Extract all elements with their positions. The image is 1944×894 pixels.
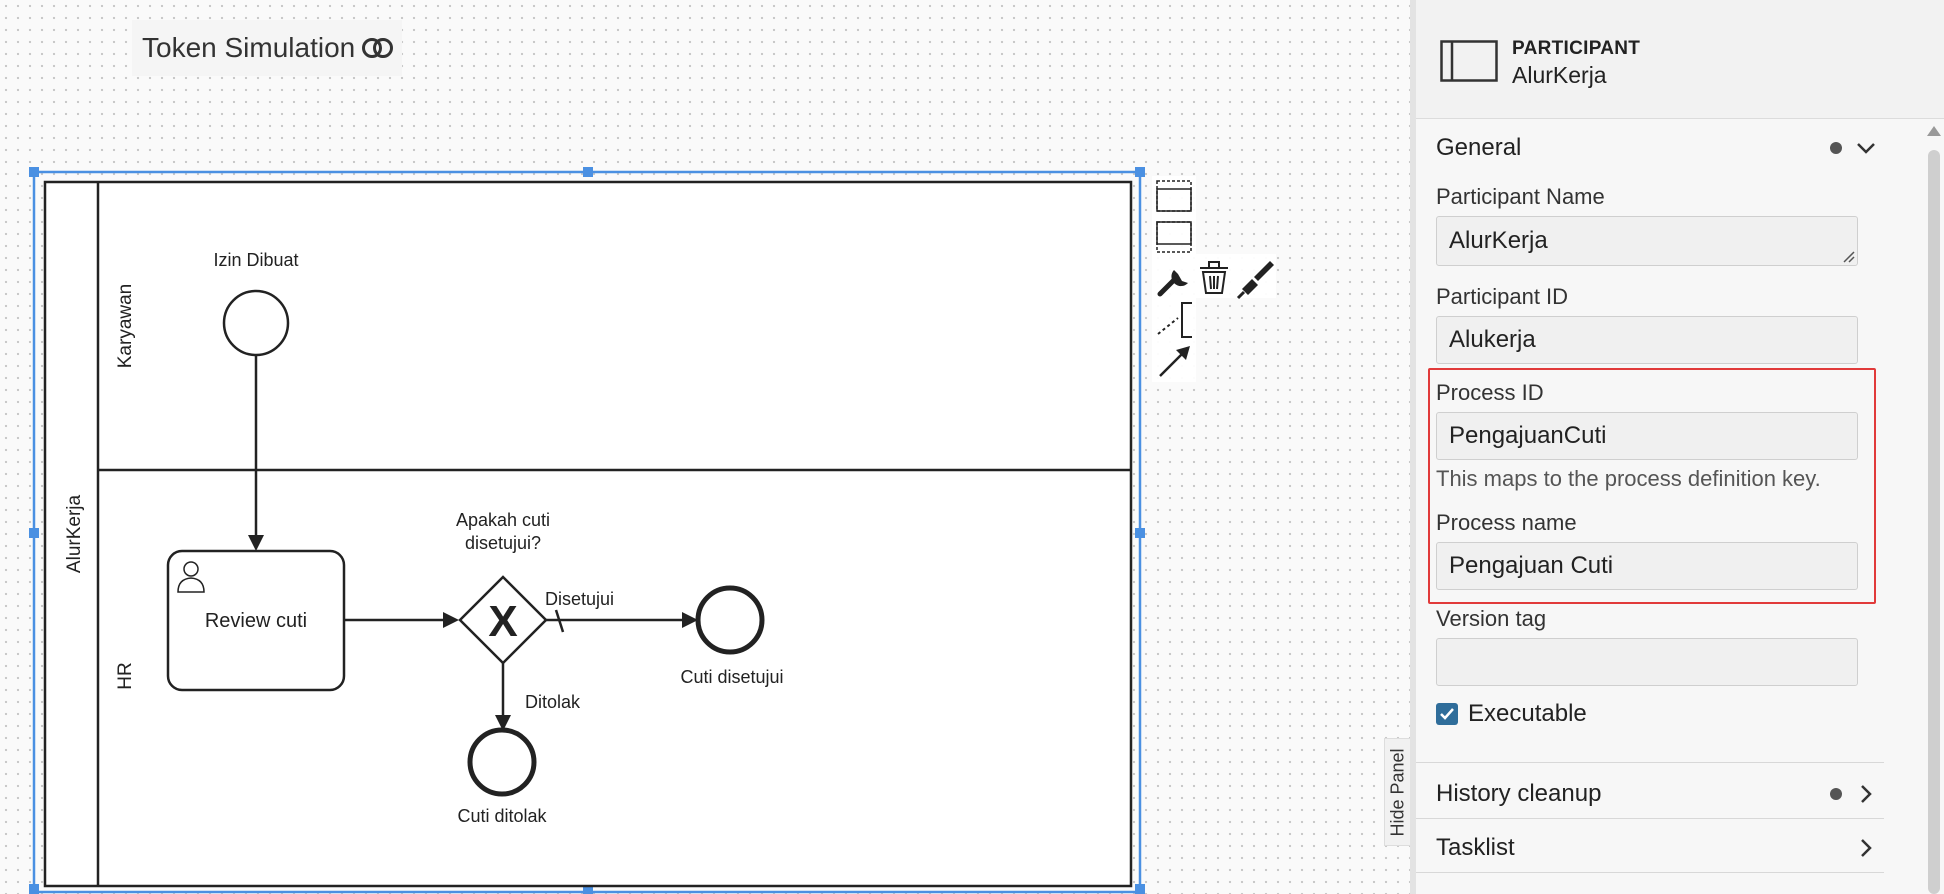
- group-tasklist-title: Tasklist: [1436, 834, 1515, 861]
- data-marker-dot-icon: [1830, 142, 1842, 154]
- process-name-field[interactable]: Pengajuan Cuti: [1436, 542, 1858, 590]
- start-event-label: Izin Dibuat: [213, 250, 298, 270]
- process-id-field[interactable]: PengajuanCuti: [1436, 412, 1858, 460]
- panel-header: PARTICIPANT AlurKerja: [1416, 0, 1944, 119]
- add-lane-above-icon[interactable]: [1156, 180, 1192, 212]
- color-brush-icon[interactable]: [1236, 261, 1274, 300]
- token-simulation-label: Token Simulation: [142, 32, 356, 63]
- executable-checkbox-row[interactable]: Executable: [1436, 700, 1587, 728]
- participant-name-label: Participant Name: [1436, 184, 1605, 209]
- end-rejected-label: Cuti ditolak: [457, 806, 547, 826]
- highlight-annotation-box: [1428, 368, 1876, 604]
- default-flow-marker: [554, 609, 565, 633]
- wrench-icon[interactable]: [1157, 270, 1188, 297]
- gateway-marker-icon: X: [488, 597, 517, 646]
- process-id-value: PengajuanCuti: [1449, 422, 1607, 449]
- token-simulation-toggle[interactable]: Token Simulation: [132, 20, 402, 76]
- arrowhead: [248, 535, 264, 551]
- header-element-type: PARTICIPANT: [1512, 38, 1641, 59]
- chevron-right-icon: [1861, 785, 1872, 803]
- end-event-rejected[interactable]: [467, 727, 537, 797]
- version-tag-field[interactable]: [1436, 638, 1858, 686]
- arrowhead: [682, 612, 698, 628]
- participant-id-value: Alukerja: [1449, 326, 1536, 353]
- end-event-approved[interactable]: [695, 585, 765, 655]
- group-separator: [1416, 762, 1884, 763]
- group-history-cleanup-header[interactable]: History cleanup: [1416, 768, 1884, 820]
- user-icon: [177, 561, 205, 593]
- add-lane-below-icon[interactable]: [1156, 221, 1192, 253]
- selection-handles[interactable]: [29, 167, 1145, 894]
- process-name-label: Process name: [1436, 510, 1577, 535]
- flow-rejected-label: Ditolak: [525, 692, 581, 712]
- resize-grip-icon[interactable]: [1841, 249, 1855, 263]
- trash-icon[interactable]: [1200, 261, 1228, 294]
- participant-id-field[interactable]: Alukerja: [1436, 316, 1858, 364]
- participant-icon: [1440, 40, 1498, 82]
- group-general-header[interactable]: General: [1416, 122, 1884, 174]
- text-annotation-icon[interactable]: [1157, 302, 1192, 338]
- group-history-cleanup-title: History cleanup: [1436, 780, 1602, 807]
- header-element-name: AlurKerja: [1512, 62, 1607, 88]
- lane-label-karyawan: Karyawan: [115, 284, 136, 369]
- group-tasklist-header[interactable]: Tasklist: [1416, 822, 1884, 874]
- arrowhead: [495, 715, 511, 731]
- flow-approved-label: Disetujui: [545, 589, 614, 609]
- participant-name-field[interactable]: AlurKerja: [1436, 216, 1858, 266]
- group-separator: [1416, 818, 1884, 819]
- start-event[interactable]: [222, 289, 290, 357]
- hide-panel-toggle[interactable]: Hide Panel: [1384, 738, 1410, 846]
- scrollbar-thumb[interactable]: [1928, 150, 1940, 894]
- bpmn-diagram: AlurKerja Karyawan HR Izin Dibuat Review…: [29, 167, 1276, 894]
- connect-arrow-icon[interactable]: [1159, 346, 1190, 377]
- properties-panel: PARTICIPANT AlurKerja General Participan…: [1410, 0, 1944, 894]
- hide-panel-label: Hide Panel: [1387, 747, 1408, 837]
- pool-label: AlurKerja: [64, 495, 85, 574]
- bpmn-canvas[interactable]: Token Simulation AlurKerja Karyawan HR I…: [0, 0, 1410, 894]
- arrowhead: [443, 612, 459, 628]
- group-separator: [1416, 872, 1884, 873]
- scroll-up-arrow-icon[interactable]: [1926, 124, 1942, 138]
- end-approved-label: Cuti disetujui: [680, 667, 783, 687]
- process-id-description: This maps to the process definition key.: [1436, 466, 1821, 491]
- group-general-title: General: [1436, 134, 1522, 161]
- executable-checkbox[interactable]: [1436, 703, 1458, 725]
- task-label: Review cuti: [205, 610, 307, 632]
- version-tag-label: Version tag: [1436, 606, 1547, 631]
- gateway-label-line2: disetujui?: [465, 533, 541, 553]
- executable-label: Executable: [1468, 700, 1587, 727]
- participant-name-value: AlurKerja: [1449, 227, 1548, 254]
- chevron-right-icon: [1861, 839, 1872, 857]
- data-marker-dot-icon: [1830, 788, 1842, 800]
- pool[interactable]: [43, 180, 1133, 888]
- chevron-down-icon: [1857, 143, 1875, 154]
- lane-label-hr: HR: [115, 662, 136, 689]
- process-name-value: Pengajuan Cuti: [1449, 552, 1614, 579]
- checkmark-icon: [1440, 708, 1454, 720]
- gateway-label-line1: Apakah cuti: [456, 510, 550, 530]
- toggle-icon: [362, 38, 394, 58]
- process-id-label: Process ID: [1436, 380, 1544, 405]
- participant-id-label: Participant ID: [1436, 284, 1569, 309]
